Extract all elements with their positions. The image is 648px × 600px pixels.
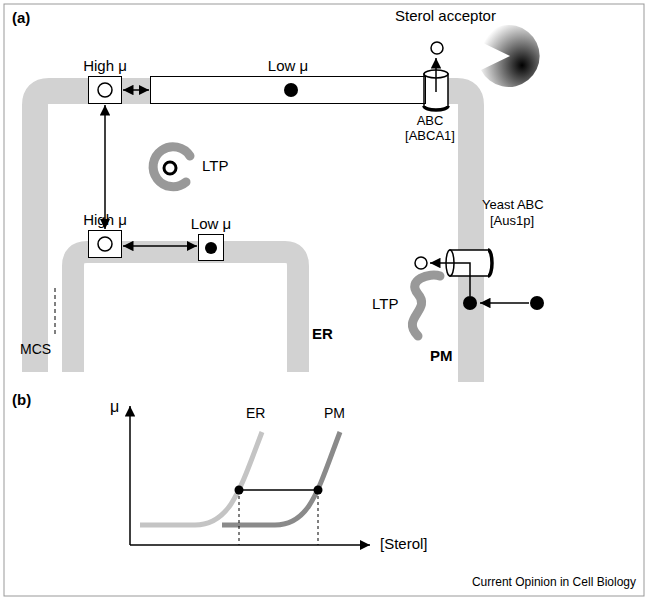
- high-potential-box: High μ: [88, 76, 122, 104]
- filled-sterol: [530, 296, 544, 310]
- transporter-label: Yeast ABC: [482, 198, 544, 212]
- membrane-label: PM: [430, 348, 453, 365]
- efflux-arrow: [435, 58, 437, 92]
- membrane-label: ER: [312, 326, 333, 343]
- exchange-arrow: [123, 89, 149, 91]
- sterol-acceptor: [481, 25, 540, 87]
- bound-sterol: [164, 162, 176, 174]
- uptake-arrow: [480, 302, 529, 304]
- node-label: Low μ: [191, 216, 231, 233]
- equal-potential-line: [239, 489, 318, 491]
- high-potential-box: High μ: [88, 230, 122, 258]
- pm-curve: [222, 432, 340, 525]
- mcs-dashed-line: [55, 288, 56, 336]
- box-ground: [88, 76, 122, 104]
- transporter-label: ABC: [417, 114, 444, 128]
- source-credit: Current Opinion in Cell Biology: [472, 576, 636, 589]
- box-ground: [150, 76, 426, 104]
- x-axis: [130, 544, 370, 546]
- ltp-label: LTP: [372, 296, 398, 313]
- curve-label: ER: [246, 406, 265, 421]
- filled-sterol: [463, 296, 477, 310]
- open-sterol: [431, 42, 443, 54]
- open-sterol: [415, 257, 427, 269]
- node-label: High μ: [83, 58, 127, 75]
- ltp-label: LTP: [202, 158, 228, 175]
- ltp-shape: [412, 275, 440, 336]
- open-sterol: [98, 83, 112, 97]
- filled-sterol: [284, 83, 298, 97]
- box-ground: [88, 230, 122, 258]
- low-potential-domain: Low μ: [150, 76, 426, 104]
- node-label: High μ: [83, 212, 127, 229]
- exchange-arrow: [123, 245, 197, 247]
- y-axis: [129, 406, 131, 545]
- curve-label: PM: [324, 406, 345, 421]
- panel-letter: (a): [12, 10, 30, 27]
- plasma-membrane-band: [35, 91, 471, 382]
- abc-rim: [424, 106, 448, 110]
- filled-sterol: [205, 242, 217, 254]
- er-membrane-band: [73, 252, 298, 372]
- curve-point: [314, 486, 323, 495]
- exchange-arrow: [104, 105, 106, 229]
- ltp-shape: [153, 147, 190, 187]
- yeast-abc-rim: [488, 250, 492, 276]
- open-sterol: [98, 237, 112, 251]
- curve-point: [235, 486, 244, 495]
- figure-frame: [4, 4, 644, 596]
- er-curve: [140, 432, 262, 525]
- axis-label: [Sterol]: [380, 536, 428, 553]
- acceptor-label: Sterol acceptor: [395, 8, 496, 25]
- panel-letter: (b): [12, 392, 31, 409]
- low-potential-box: Low μ: [198, 234, 224, 261]
- axis-label: μ: [110, 398, 119, 416]
- drop-line: [318, 490, 319, 545]
- box-ground: [198, 234, 224, 261]
- node-label: Low μ: [268, 58, 308, 75]
- transporter-name: [ABCA1]: [405, 129, 455, 143]
- transporter-name: [Aus1p]: [490, 214, 534, 228]
- mcs-label: MCS: [20, 342, 51, 357]
- drop-line: [239, 490, 240, 545]
